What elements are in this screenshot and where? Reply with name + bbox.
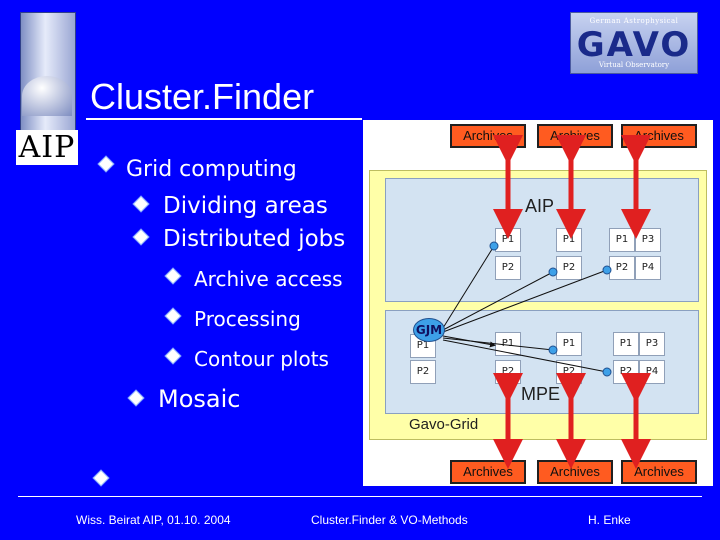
bullet-processing: Processing <box>194 307 301 331</box>
bullet-archive-access: Archive access <box>194 267 343 291</box>
gavo-logo-main: GAVO <box>576 25 692 65</box>
bullet-distributed-jobs: Distributed jobs <box>163 226 346 252</box>
slide-title: Cluster.Finder <box>90 76 315 117</box>
footer-divider <box>18 496 702 497</box>
gjm-node: GJM <box>413 318 445 342</box>
bullet-dividing-areas: Dividing areas <box>163 193 328 219</box>
cell-mpe-2-p1: P1 <box>556 332 582 356</box>
job-arrows <box>442 243 610 375</box>
title-underline <box>86 118 362 120</box>
mpe-label: MPE <box>521 384 561 404</box>
cell-aip-1-p2: P2 <box>495 256 521 280</box>
bullet-diamond-icon <box>164 347 182 365</box>
bullet-contour-plots: Contour plots <box>194 347 329 371</box>
bullet-diamond-icon <box>127 389 145 407</box>
cell-mpe-3-p1: P1 <box>613 332 639 356</box>
cell-aip-3-p4: P4 <box>635 256 661 280</box>
cell-aip-2-p2: P2 <box>556 256 582 280</box>
diagram-arrows <box>442 135 651 469</box>
cell-mpe-1-p1: P1 <box>495 332 521 356</box>
bullet-diamond-icon <box>164 307 182 325</box>
cell-mpe-0-p2: P2 <box>410 360 436 384</box>
archive-arrows <box>493 135 651 469</box>
cell-mpe-3-p3: P3 <box>639 332 665 356</box>
aip-label: AIP <box>525 196 555 216</box>
footer-center: Cluster.Finder & VO-Methods <box>311 513 468 527</box>
bullet-diamond-icon <box>97 155 115 173</box>
bullet-diamond-icon <box>92 469 110 487</box>
aip-logo: AIP <box>16 12 78 166</box>
gavo-logo: German Astrophysical GAVO Virtual Observ… <box>570 12 698 74</box>
footer-right: H. Enke <box>588 513 631 527</box>
footer-left: Wiss. Beirat AIP, 01.10. 2004 <box>76 513 231 527</box>
telescope-dome-image <box>22 76 72 116</box>
node-markers <box>489 241 612 377</box>
bullet-diamond-icon <box>164 267 182 285</box>
bullet-diamond-icon <box>132 195 150 213</box>
gavo-logo-top: German Astrophysical <box>589 17 679 25</box>
aip-logo-text: AIP <box>16 130 78 165</box>
gavo-grid-label: Gavo-Grid <box>409 416 479 433</box>
bullet-grid-computing: Grid computing <box>126 157 297 182</box>
gavo-grid-diagram: Archives Archives Archives Archives Arch… <box>363 120 713 486</box>
bullet-diamond-icon <box>132 228 150 246</box>
gavo-logo-bottom: Virtual Observatory <box>598 61 670 69</box>
bullet-mosaic: Mosaic <box>158 385 241 413</box>
